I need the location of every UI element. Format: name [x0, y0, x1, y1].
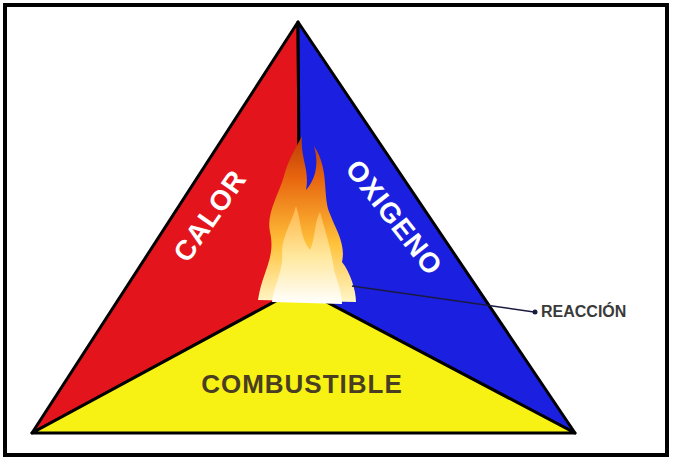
frame-border	[5, 5, 667, 455]
flame-outer	[258, 136, 356, 302]
region-fill	[32, 288, 575, 433]
callout-label: REACCIÓN	[541, 304, 626, 320]
region-label: COMBUSTIBLE	[201, 371, 403, 397]
flame-core	[272, 206, 342, 304]
leader-line	[352, 286, 534, 312]
leader-dot	[533, 310, 538, 315]
region-shape	[32, 288, 575, 433]
triangle-region: COMBUSTIBLE	[32, 288, 575, 433]
